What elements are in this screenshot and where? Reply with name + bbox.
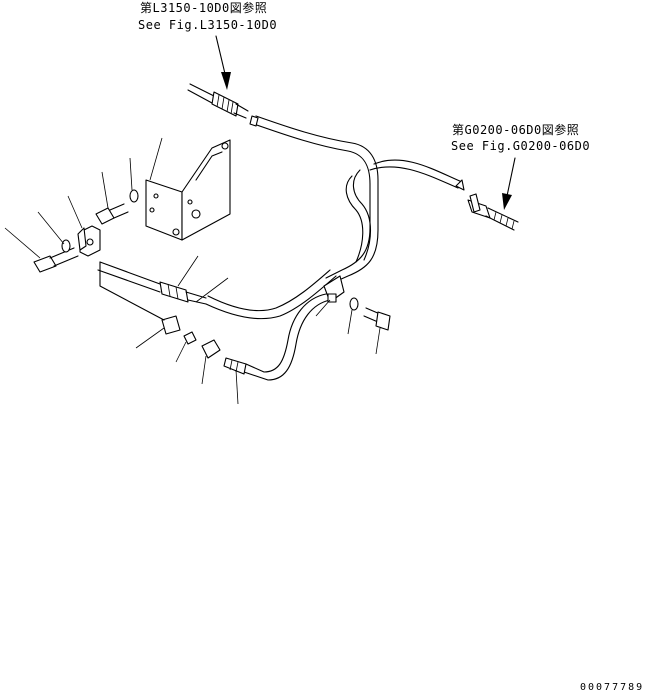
leader-lines <box>4 137 381 405</box>
right-reference-english: See Fig.G0200-06D0 <box>451 139 590 153</box>
top-reference-english: See Fig.L3150-10D0 <box>138 18 277 32</box>
tube-clamp <box>323 275 345 303</box>
bottom-hose <box>223 357 247 375</box>
top-reference-japanese: 第L3150-10D0図参照 <box>140 0 267 15</box>
bolt-right <box>363 307 391 331</box>
washer-upper <box>129 189 139 203</box>
bottom-tube <box>243 293 331 381</box>
connector-nipple <box>99 261 181 335</box>
bolt-upper <box>95 203 129 225</box>
valve-block <box>77 225 101 257</box>
bolt-left <box>33 247 79 273</box>
washer-right <box>349 297 359 311</box>
upper-hose <box>187 83 249 119</box>
top-reference-arrow <box>215 35 231 90</box>
main-tube <box>249 115 465 285</box>
right-reference-japanese: 第G0200-06D0図参照 <box>452 122 579 137</box>
mounting-bracket <box>145 139 231 241</box>
lower-tube <box>97 261 337 320</box>
washer-left <box>61 239 71 253</box>
connector-sleeve <box>201 339 221 359</box>
document-id: 00077789 <box>580 682 644 693</box>
connector-nut <box>183 331 197 345</box>
right-reference-arrow <box>502 157 516 210</box>
right-hose <box>467 193 519 231</box>
